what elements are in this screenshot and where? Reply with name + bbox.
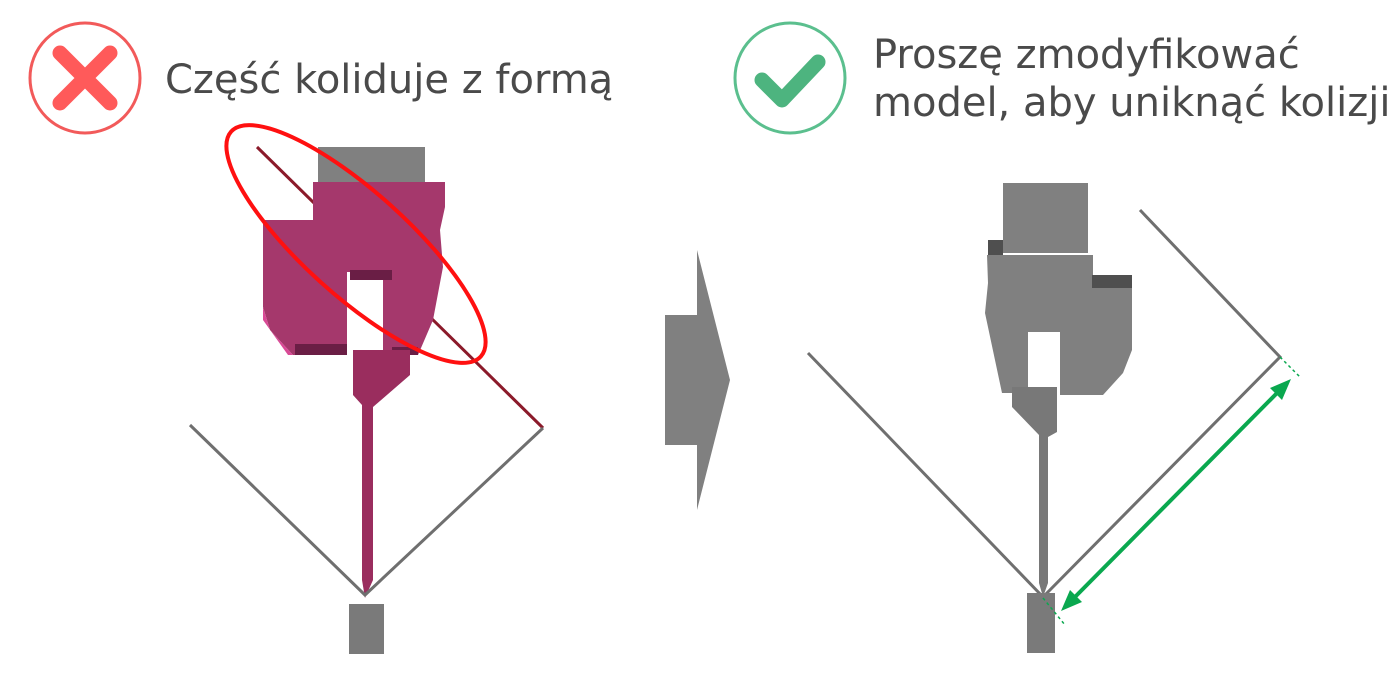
dimension-extension-top [1279,356,1301,378]
die [349,604,384,654]
bottom-shadow-left [295,344,347,355]
die [1027,593,1055,653]
good-icon [733,21,847,135]
punch-tip-collision [353,350,410,598]
shoulder-shadow-left [988,240,1003,255]
colliding-setup [188,123,545,654]
slot-shadow [350,270,392,280]
bad-icon [28,21,142,135]
upper-holder [318,147,425,183]
double-arrow-icon [1061,379,1291,611]
check-circle-icon [733,21,847,135]
collision-highlight [224,123,488,365]
sheet-part-left [188,423,545,598]
arrow-right-icon [665,250,730,510]
fixed-setup [806,183,1301,653]
x-circle-icon [28,21,142,135]
sheet-part-right [806,208,1283,600]
punch-body-collision [263,182,445,355]
punch-tip [1012,387,1057,597]
slot-strip [383,280,392,350]
punch-body [985,255,1132,395]
shoulder-shadow-right [1092,275,1132,288]
good-caption-line2: model, aby uniknąć kolizji [873,80,1390,126]
bad-caption: Część koliduje z formą [165,57,613,103]
upper-holder [1003,183,1088,253]
good-caption-line1: Proszę zmodyfikować [873,32,1300,78]
